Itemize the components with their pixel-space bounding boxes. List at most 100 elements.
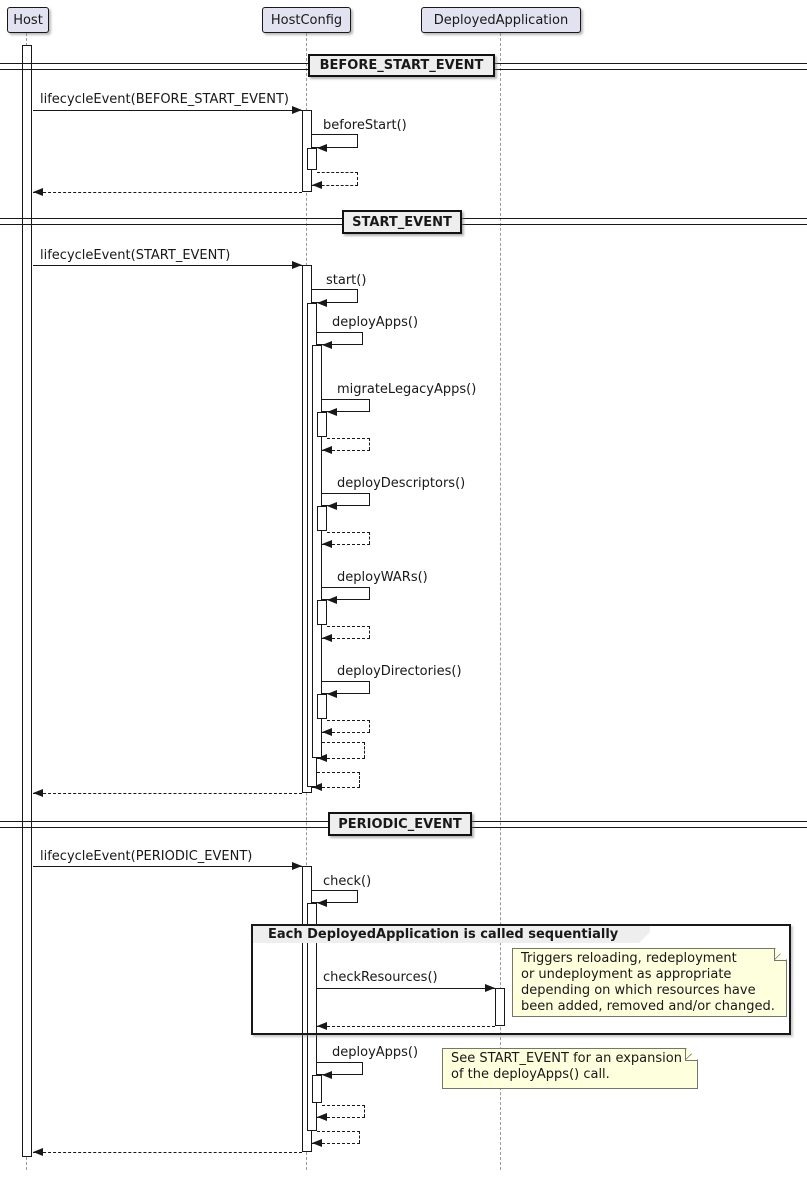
message-label-migrate-legacy-apps: migrateLegacyApps() (337, 382, 477, 397)
self-return-line (312, 1143, 360, 1144)
self-call-loop-migrate-legacy-apps (322, 399, 370, 412)
arrowhead-left (312, 783, 322, 791)
participant-label: Host (13, 12, 43, 28)
arrowhead-left (317, 144, 327, 152)
arrowhead-left (322, 540, 332, 548)
activation-bar-host (22, 45, 32, 1157)
self-return-loop (317, 772, 360, 787)
arrowhead-left (327, 502, 337, 510)
arrowhead-left (322, 341, 332, 349)
return-line-to-host (33, 1152, 302, 1153)
self-return-line (312, 787, 360, 788)
arrowhead-right (292, 261, 302, 269)
group-title: Each DeployedApplication is called seque… (268, 927, 619, 942)
message-label-deploy-apps-periodic: deployApps() (332, 1045, 419, 1060)
activation-bar-before-start (307, 148, 317, 170)
arrowhead-left (317, 1022, 327, 1030)
arrowhead-left (322, 446, 332, 454)
arrowhead-left (312, 181, 322, 189)
lifeline-deployedapplication (500, 33, 501, 1170)
note-fold-icon (685, 1049, 697, 1061)
arrowhead-left (33, 1148, 43, 1156)
group-frame-sequential: Each DeployedApplication is called seque… (251, 924, 791, 1035)
self-return-line (322, 450, 370, 451)
self-return-line (322, 638, 370, 639)
self-call-loop-start (312, 289, 358, 303)
self-return-loop (327, 532, 370, 544)
self-return-loop (317, 1131, 360, 1143)
self-return-line (322, 544, 370, 545)
divider-start-event: START_EVENT (342, 210, 462, 234)
message-label-lifecycle-before-start: lifecycleEvent(BEFORE_START_EVENT) (40, 92, 289, 107)
note-line: of the deployApps() call. (451, 1067, 610, 1082)
arrowhead-left (322, 728, 332, 736)
return-line-to-host (33, 793, 302, 794)
arrowhead-left (327, 596, 337, 604)
self-call-loop-deploy-wars (322, 587, 370, 600)
message-label-deploy-wars: deployWARs() (337, 570, 428, 585)
self-return-loop (317, 172, 358, 185)
note-line: been added, removed and/or changed. (521, 999, 775, 1014)
arrowhead-left (327, 408, 337, 416)
self-return-loop (322, 1105, 365, 1117)
divider-periodic-event: PERIODIC_EVENT (328, 812, 472, 836)
message-label-check-resources: checkResources() (323, 970, 438, 985)
self-call-loop-deploy-apps-periodic (317, 1062, 363, 1075)
activation-bar-deploy-directories (317, 694, 327, 719)
self-call-loop-check (312, 890, 358, 903)
participant-deployedapplication: DeployedApplication (421, 7, 581, 33)
arrowhead-left (322, 634, 332, 642)
note-line: Triggers reloading, redeployment (521, 951, 737, 966)
message-label-deploy-apps: deployApps() (332, 315, 419, 330)
message-line-lifecycle-periodic (33, 866, 302, 867)
message-line-check-resources (317, 988, 495, 989)
message-label-deploy-descriptors: deployDescriptors() (337, 476, 466, 491)
divider-label: BEFORE_START_EVENT (319, 58, 484, 73)
arrowhead-right (292, 862, 302, 870)
arrowhead-left (327, 690, 337, 698)
self-return-line (312, 185, 358, 186)
message-label-lifecycle-start: lifecycleEvent(START_EVENT) (40, 248, 231, 263)
return-line-check-resources (317, 1026, 495, 1027)
arrowhead-right (292, 106, 302, 114)
divider-label: START_EVENT (352, 214, 452, 230)
note-deploy-apps: See START_EVENT for an expansion of the … (442, 1048, 698, 1089)
activation-bar-deploy-apps-periodic (312, 1075, 322, 1103)
message-label-before-start: beforeStart() (323, 118, 407, 133)
message-label-lifecycle-periodic: lifecycleEvent(PERIODIC_EVENT) (40, 849, 253, 864)
return-line-to-host (33, 192, 302, 193)
self-return-line (322, 732, 370, 733)
activation-bar-migrate-legacy-apps (317, 412, 327, 437)
arrowhead-left (317, 299, 327, 307)
participant-label: DeployedApplication (433, 12, 569, 28)
note-check-resources: Triggers reloading, redeployment or unde… (512, 948, 787, 1017)
activation-bar-deploy-apps (312, 345, 322, 758)
message-label-start: start() (326, 273, 367, 288)
self-call-loop-before-start (312, 134, 358, 148)
note-line: depending on which resources have (521, 983, 756, 998)
message-label-check: check() (323, 874, 372, 889)
message-line-lifecycle-before-start (33, 110, 302, 111)
arrowhead-right (485, 984, 495, 992)
participant-label: HostConfig (270, 12, 343, 28)
note-line: See START_EVENT for an expansion (451, 1051, 682, 1066)
divider-label: PERIODIC_EVENT (338, 816, 462, 832)
self-return-loop (327, 720, 370, 732)
self-return-loop (327, 626, 370, 638)
participant-hostconfig: HostConfig (262, 7, 351, 33)
arrowhead-left (317, 1113, 327, 1121)
activation-bar-deploy-descriptors (317, 506, 327, 531)
arrowhead-left (33, 789, 43, 797)
participant-host: Host (7, 7, 49, 33)
self-return-loop (322, 742, 365, 758)
message-line-lifecycle-start (33, 265, 302, 266)
self-call-loop-deploy-apps (317, 332, 363, 345)
activation-bar-deploy-wars (317, 600, 327, 625)
activation-bar-check (307, 903, 317, 1131)
arrowhead-left (312, 1139, 322, 1147)
arrowhead-left (317, 754, 327, 762)
self-return-line (317, 758, 365, 759)
divider-before-start-event: BEFORE_START_EVENT (308, 54, 495, 77)
message-label-deploy-directories: deployDirectories() (337, 664, 462, 679)
